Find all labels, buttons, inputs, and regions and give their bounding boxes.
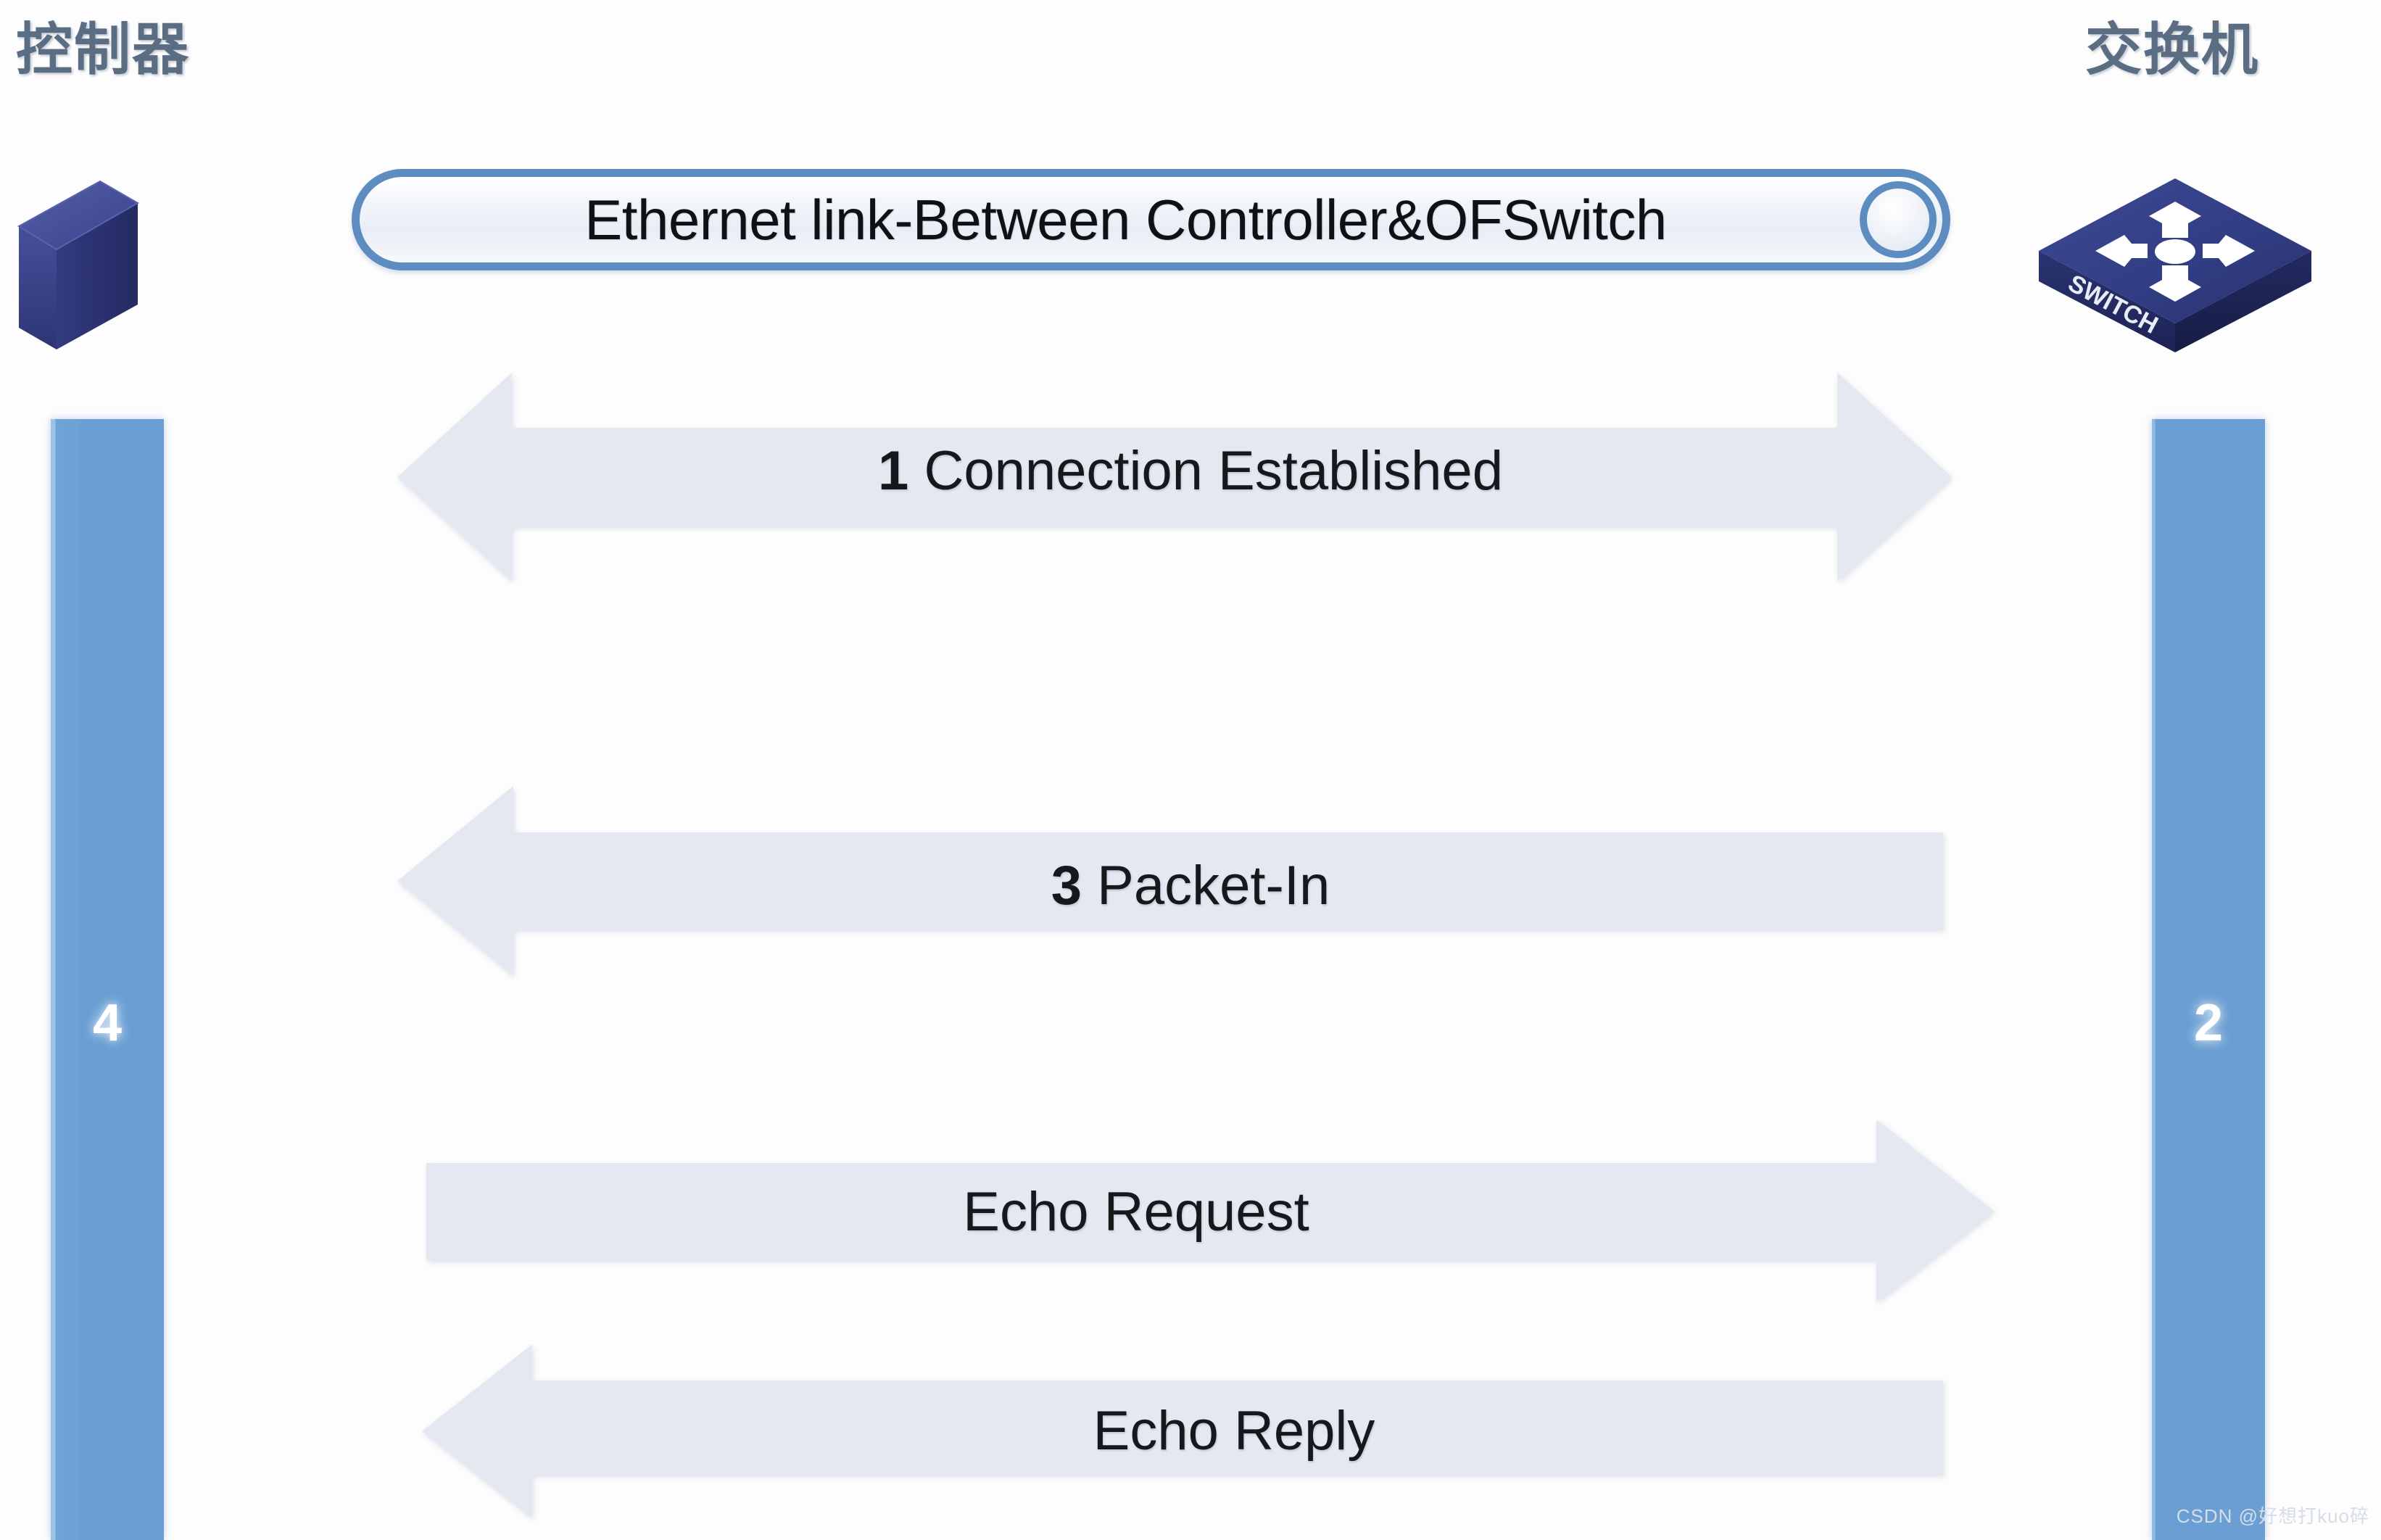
message-arrow-echo-reply [422,1343,1943,1520]
ethernet-link-banner: Ethernet link-Between Controller&OFSwitc… [352,169,1950,270]
switch-lifeline: 2 [2152,419,2265,1540]
message-arrow-echo-request [426,1118,1994,1304]
message-label-echo-request: Echo Request [963,1181,1309,1243]
message-arrow-packet-in [397,785,1943,977]
message-step-number-1: 1 [878,440,909,502]
switch-device-icon: SWITCH [2023,109,2327,355]
watermark-text: CSDN @好想打kuo碎 [2176,1505,2369,1527]
controller-lifeline: 4 [51,419,164,1540]
message-text-1: Connection Established [924,440,1503,502]
message-step-number-3: 3 [1051,855,1082,916]
message-label-packet-in: 3 Packet-In [0,854,2381,917]
controller-box-icon [6,110,223,357]
message-text-3: Packet-In [1097,855,1330,916]
message-arrow-connection-established [397,370,1952,584]
switch-title: 交换机 [2085,17,2260,81]
switch-lifeline-number: 2 [2193,994,2224,1052]
controller-lifeline-number: 4 [92,994,123,1052]
ethernet-link-banner-label: Ethernet link-Between Controller&OFSwitc… [584,187,1667,252]
message-label-echo-reply: Echo Reply [1093,1400,1375,1462]
message-label-connection-established: 1 Connection Established [0,439,2381,502]
controller-title: 控制器 [16,17,191,81]
circle-knob-icon [1860,181,1937,258]
